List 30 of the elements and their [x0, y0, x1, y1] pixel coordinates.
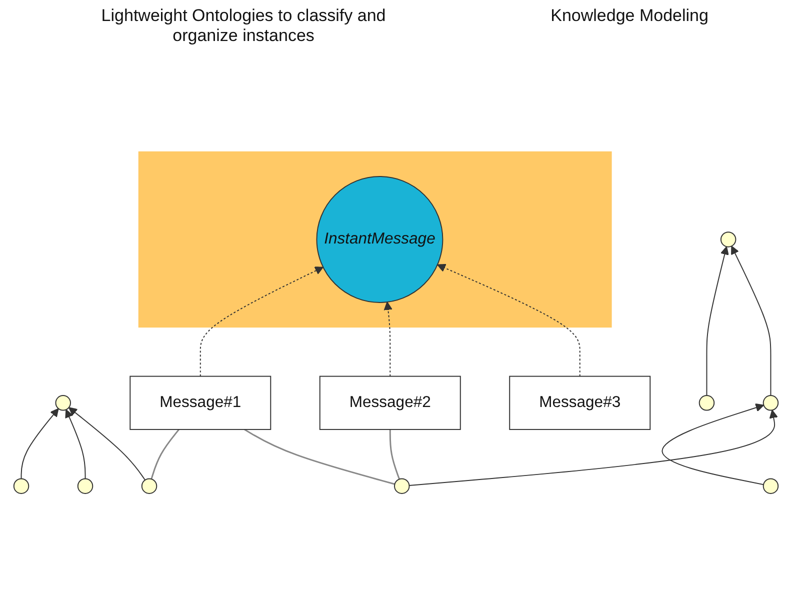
arrow — [65, 409, 86, 480]
arrow — [200, 266, 324, 377]
node-circle — [141, 478, 158, 494]
node-circle — [720, 231, 736, 248]
connector — [244, 428, 395, 485]
node-box — [130, 376, 272, 430]
node-circle — [698, 394, 715, 411]
arrow — [706, 246, 729, 396]
connector — [150, 428, 180, 480]
arrow — [384, 301, 392, 377]
arrow — [408, 410, 778, 486]
heading: Knowledge Modeling — [550, 6, 708, 27]
arrow — [662, 403, 764, 485]
node-circle — [394, 478, 410, 494]
node-circle — [77, 478, 94, 494]
node-circle — [13, 478, 30, 494]
arrow — [437, 264, 580, 377]
node-circle — [316, 176, 444, 303]
node-circle — [762, 394, 779, 411]
node-box — [509, 376, 651, 430]
node-circle — [55, 394, 71, 411]
heading: Lightweight Ontologies to classify and organize instances — [100, 6, 387, 44]
cluster — [138, 151, 612, 328]
connector — [389, 429, 400, 480]
arrow — [68, 406, 146, 480]
diagram: InstantMessage Message#1 Message#2 Message#3 — [6, 144, 786, 502]
node-box — [319, 376, 461, 430]
arrow — [731, 246, 772, 396]
arrow — [20, 408, 59, 480]
node-circle — [762, 478, 779, 494]
